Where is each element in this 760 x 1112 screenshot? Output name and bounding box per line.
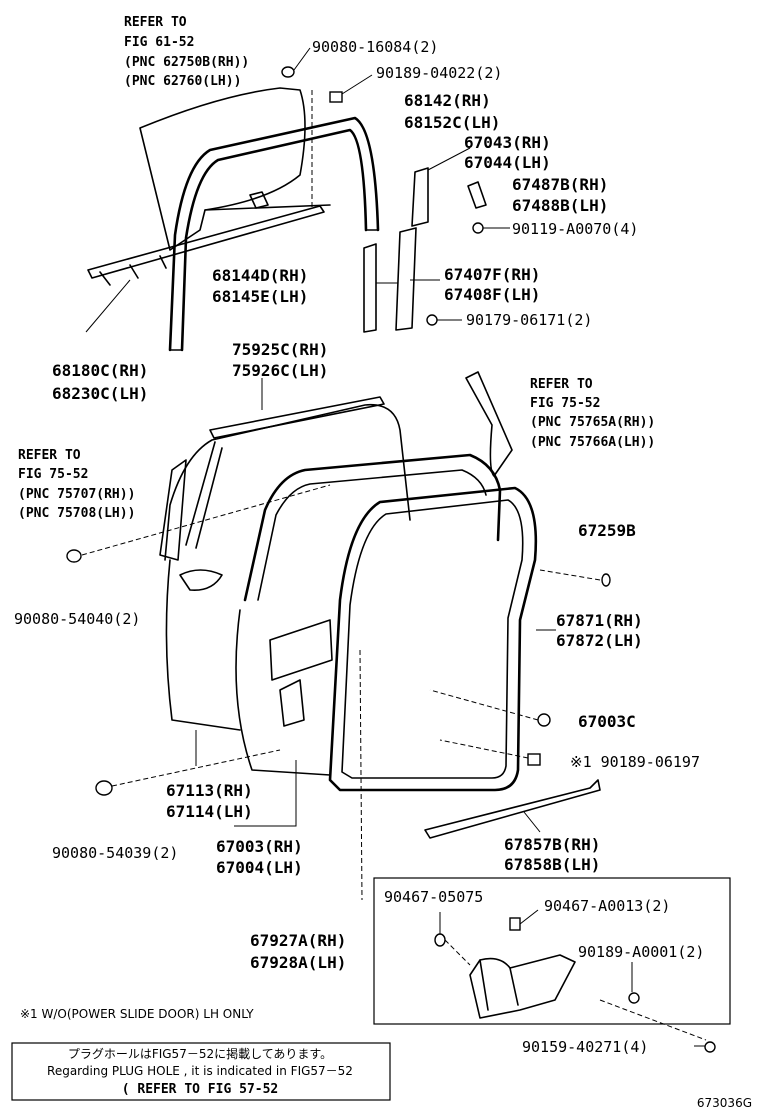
- part-label: 67928A(LH): [250, 953, 346, 972]
- refer-fig-75-52-b: REFER TO FIG 75-52 (PNC 75707(RH)) (PNC …: [18, 448, 135, 521]
- pillar-garnish: [465, 371, 513, 477]
- glass-run-channel: [168, 116, 380, 352]
- part-labels: 90080-16084(2) 90189-04022(2) 68142(RH) …: [14, 38, 704, 1056]
- refer-line: (PNC 62750B(RH)): [124, 55, 249, 70]
- door-glass: [139, 87, 331, 251]
- refer-line: (PNC 75765A(RH)): [530, 415, 655, 430]
- refer-line: FIG 61-52: [124, 35, 194, 50]
- part-label: 68230C(LH): [52, 384, 148, 403]
- part-label: 67488B(LH): [512, 196, 608, 215]
- part-label: 90080-54039(2): [52, 844, 178, 862]
- part-label: 67857B(RH): [504, 835, 600, 854]
- clip-90080-54040: [66, 484, 331, 563]
- nut-90189-06197: [439, 739, 541, 766]
- lower-sash-channel: [85, 205, 325, 333]
- refer-line: (PNC 75708(LH)): [18, 506, 135, 521]
- inner-door-frame: [235, 453, 502, 776]
- door-weatherstrip: [328, 486, 556, 792]
- part-label: 67858B(LH): [504, 855, 600, 874]
- part-label: 67003C: [578, 712, 636, 731]
- screw-90159: [694, 1041, 716, 1053]
- part-label: 67044(LH): [464, 153, 551, 172]
- refer-line: (PNC 75707(RH)): [18, 487, 135, 502]
- part-label: 75925C(RH): [232, 340, 328, 359]
- clip-90080-16084: [281, 47, 311, 78]
- plug-67259B: [539, 569, 611, 587]
- part-label: 68152C(LH): [404, 113, 500, 132]
- diagram-id: 673036G: [697, 1096, 752, 1110]
- part-label: 67259B: [578, 521, 636, 540]
- part-label: 90080-16084(2): [312, 38, 438, 56]
- part-label: 90467-A0013(2): [544, 897, 670, 915]
- outer-door-panel: [159, 403, 411, 731]
- part-label: 67487B(RH): [512, 175, 608, 194]
- part-label: ※1 90189-06197: [570, 753, 700, 771]
- weatherstrip-67407F: [395, 227, 440, 331]
- part-label: 67114(LH): [166, 802, 253, 821]
- clip-90080-54039: [95, 749, 281, 796]
- part-label: 67113(RH): [166, 781, 253, 800]
- part-label: 67408F(LH): [444, 285, 540, 304]
- part-label: 75926C(LH): [232, 361, 328, 380]
- part-label: 67043(RH): [464, 133, 551, 152]
- refer-line: REFER TO: [124, 15, 187, 30]
- part-label: 90119-A0070(4): [512, 220, 638, 238]
- part-label: 90159-40271(4): [522, 1038, 648, 1056]
- footnote: ※1 W/O(POWER SLIDE DOOR) LH ONLY: [20, 1007, 254, 1021]
- part-label: 90080-54040(2): [14, 610, 140, 628]
- assembly-leaders: [195, 649, 363, 901]
- refer-line: REFER TO: [530, 377, 593, 392]
- lower-moulding: [424, 779, 601, 839]
- weatherstrip-67043: [411, 147, 471, 227]
- clip-90179: [426, 314, 462, 326]
- refer-line: FIG 75-52: [18, 467, 88, 482]
- part-label: 68142(RH): [404, 91, 491, 110]
- screw-90119: [472, 222, 510, 234]
- nut-90189-04022: [311, 74, 373, 210]
- plug-hole-notice: プラグホールはFIG57－52に掲載してあります。 Regarding PLUG…: [11, 1042, 391, 1101]
- part-label: 90179-06171(2): [466, 311, 592, 329]
- refer-line: FIG 75-52: [530, 396, 600, 411]
- refer-line: REFER TO: [18, 448, 81, 463]
- division-bar: [363, 243, 398, 333]
- belt-moulding: [209, 378, 385, 439]
- part-label: 90189-A0001(2): [578, 943, 704, 961]
- part-label: 67927A(RH): [250, 931, 346, 950]
- part-label: 68145E(LH): [212, 287, 308, 306]
- part-label: 90467-05075: [384, 888, 483, 906]
- inset-handle-box: [373, 877, 731, 1041]
- part-label: 67872(LH): [556, 631, 643, 650]
- notice-jp: プラグホールはFIG57－52に掲載してあります。: [68, 1046, 332, 1061]
- notice-ref: ( REFER TO FIG 57-52: [122, 1082, 279, 1097]
- part-label: 68144D(RH): [212, 266, 308, 285]
- part-label: 67871(RH): [556, 611, 643, 630]
- part-label: 67003(RH): [216, 837, 303, 856]
- notice-en: Regarding PLUG HOLE , it is indicated in…: [47, 1064, 353, 1078]
- refer-fig-75-52-a: REFER TO FIG 75-52 (PNC 75765A(RH)) (PNC…: [530, 377, 655, 450]
- cover-67487B: [467, 181, 487, 209]
- part-label: 90189-04022(2): [376, 64, 502, 82]
- refer-line: (PNC 75766A(LH)): [530, 435, 655, 450]
- part-label: 67407F(RH): [444, 265, 540, 284]
- refer-line: (PNC 62760(LH)): [124, 74, 241, 89]
- refer-fig-61-52: REFER TO FIG 61-52 (PNC 62750B(RH)) (PNC…: [124, 15, 249, 89]
- part-label: 68180C(RH): [52, 361, 148, 380]
- part-label: 67004(LH): [216, 858, 303, 877]
- cap-67003C: [429, 689, 551, 727]
